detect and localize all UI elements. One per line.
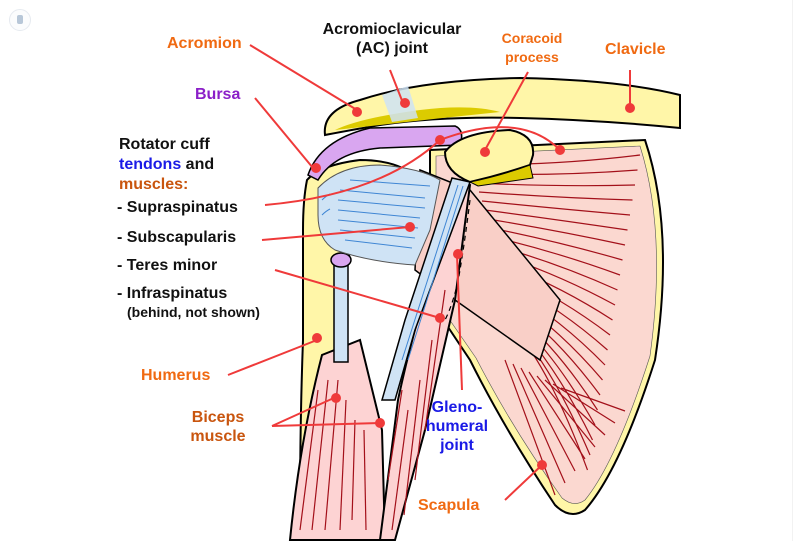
label-gleno-line1: Gleno- xyxy=(431,399,483,416)
glenoid-outline xyxy=(444,199,471,321)
label-supraspinatus: - Supraspinatus xyxy=(117,199,238,216)
label-infraspinatus: - Infraspinatus xyxy=(117,285,228,302)
label-biceps-muscle: Biceps muscle xyxy=(168,408,268,446)
label-rotator-cuff: Rotator cuff xyxy=(119,136,210,153)
label-gleno-line3: joint xyxy=(440,437,474,454)
muscle-fiber xyxy=(536,375,596,448)
muscle-fiber xyxy=(520,367,576,472)
label-biceps-line1: Biceps xyxy=(191,409,245,426)
humeral-tendon xyxy=(333,261,349,363)
humeral-bursa xyxy=(330,252,352,268)
label-bursa: Bursa xyxy=(195,86,241,103)
label-infraspinatus-note: (behind, not shown) xyxy=(127,304,260,320)
label-coracoid-line2: process xyxy=(505,49,559,65)
coracoid-process xyxy=(443,128,535,184)
muscle-fiber xyxy=(512,363,566,484)
muscle-fiber xyxy=(490,227,623,261)
muscle-fiber xyxy=(487,218,626,246)
pointer-dots xyxy=(311,98,635,470)
label-clavicle: Clavicle xyxy=(605,41,666,58)
page-divider xyxy=(792,0,793,541)
muscle-fiber xyxy=(544,379,606,436)
label-muscles: muscles: xyxy=(119,176,189,193)
muscle-fiber xyxy=(484,209,628,231)
brand-logo-icon xyxy=(9,9,31,31)
label-ac-joint-line2: (AC) joint xyxy=(356,40,428,57)
muscle-fiber xyxy=(560,387,626,412)
label-ac-joint-line1: Acromioclavicular xyxy=(322,21,462,38)
label-tendons: tendons xyxy=(119,156,182,173)
acromion-underside xyxy=(335,107,500,130)
label-gleno-line2: humeral xyxy=(425,418,489,435)
muscle-fiber xyxy=(478,191,633,201)
label-coracoid-line1: Coracoid xyxy=(501,30,563,46)
label-acromion: Acromion xyxy=(167,35,242,52)
muscle-fiber xyxy=(481,200,631,216)
muscle-fiber xyxy=(552,383,616,424)
biceps-muscle-short xyxy=(288,338,387,541)
label-biceps-line2: muscle xyxy=(190,428,246,445)
label-humerus: Humerus xyxy=(141,367,211,384)
muscle-fiber xyxy=(528,371,586,460)
label-scapula: Scapula xyxy=(418,497,480,514)
label-subscapularis: - Subscapularis xyxy=(117,229,237,246)
pointer-lines xyxy=(227,44,631,501)
label-rotator-cuff-tendons: tendons and xyxy=(119,155,214,174)
rotator-cuff-tendons xyxy=(317,164,441,266)
label-teres-minor: - Teres minor xyxy=(117,257,218,274)
label-ac-joint: Acromioclavicular (AC) joint xyxy=(282,20,502,58)
ac-joint-capsule xyxy=(382,86,418,122)
label-coracoid-process: Coracoid process xyxy=(492,29,572,67)
label-and: and xyxy=(181,156,215,173)
label-glenohumeral-joint: Gleno- humeral joint xyxy=(416,398,498,455)
muscle-fiber xyxy=(504,359,556,496)
